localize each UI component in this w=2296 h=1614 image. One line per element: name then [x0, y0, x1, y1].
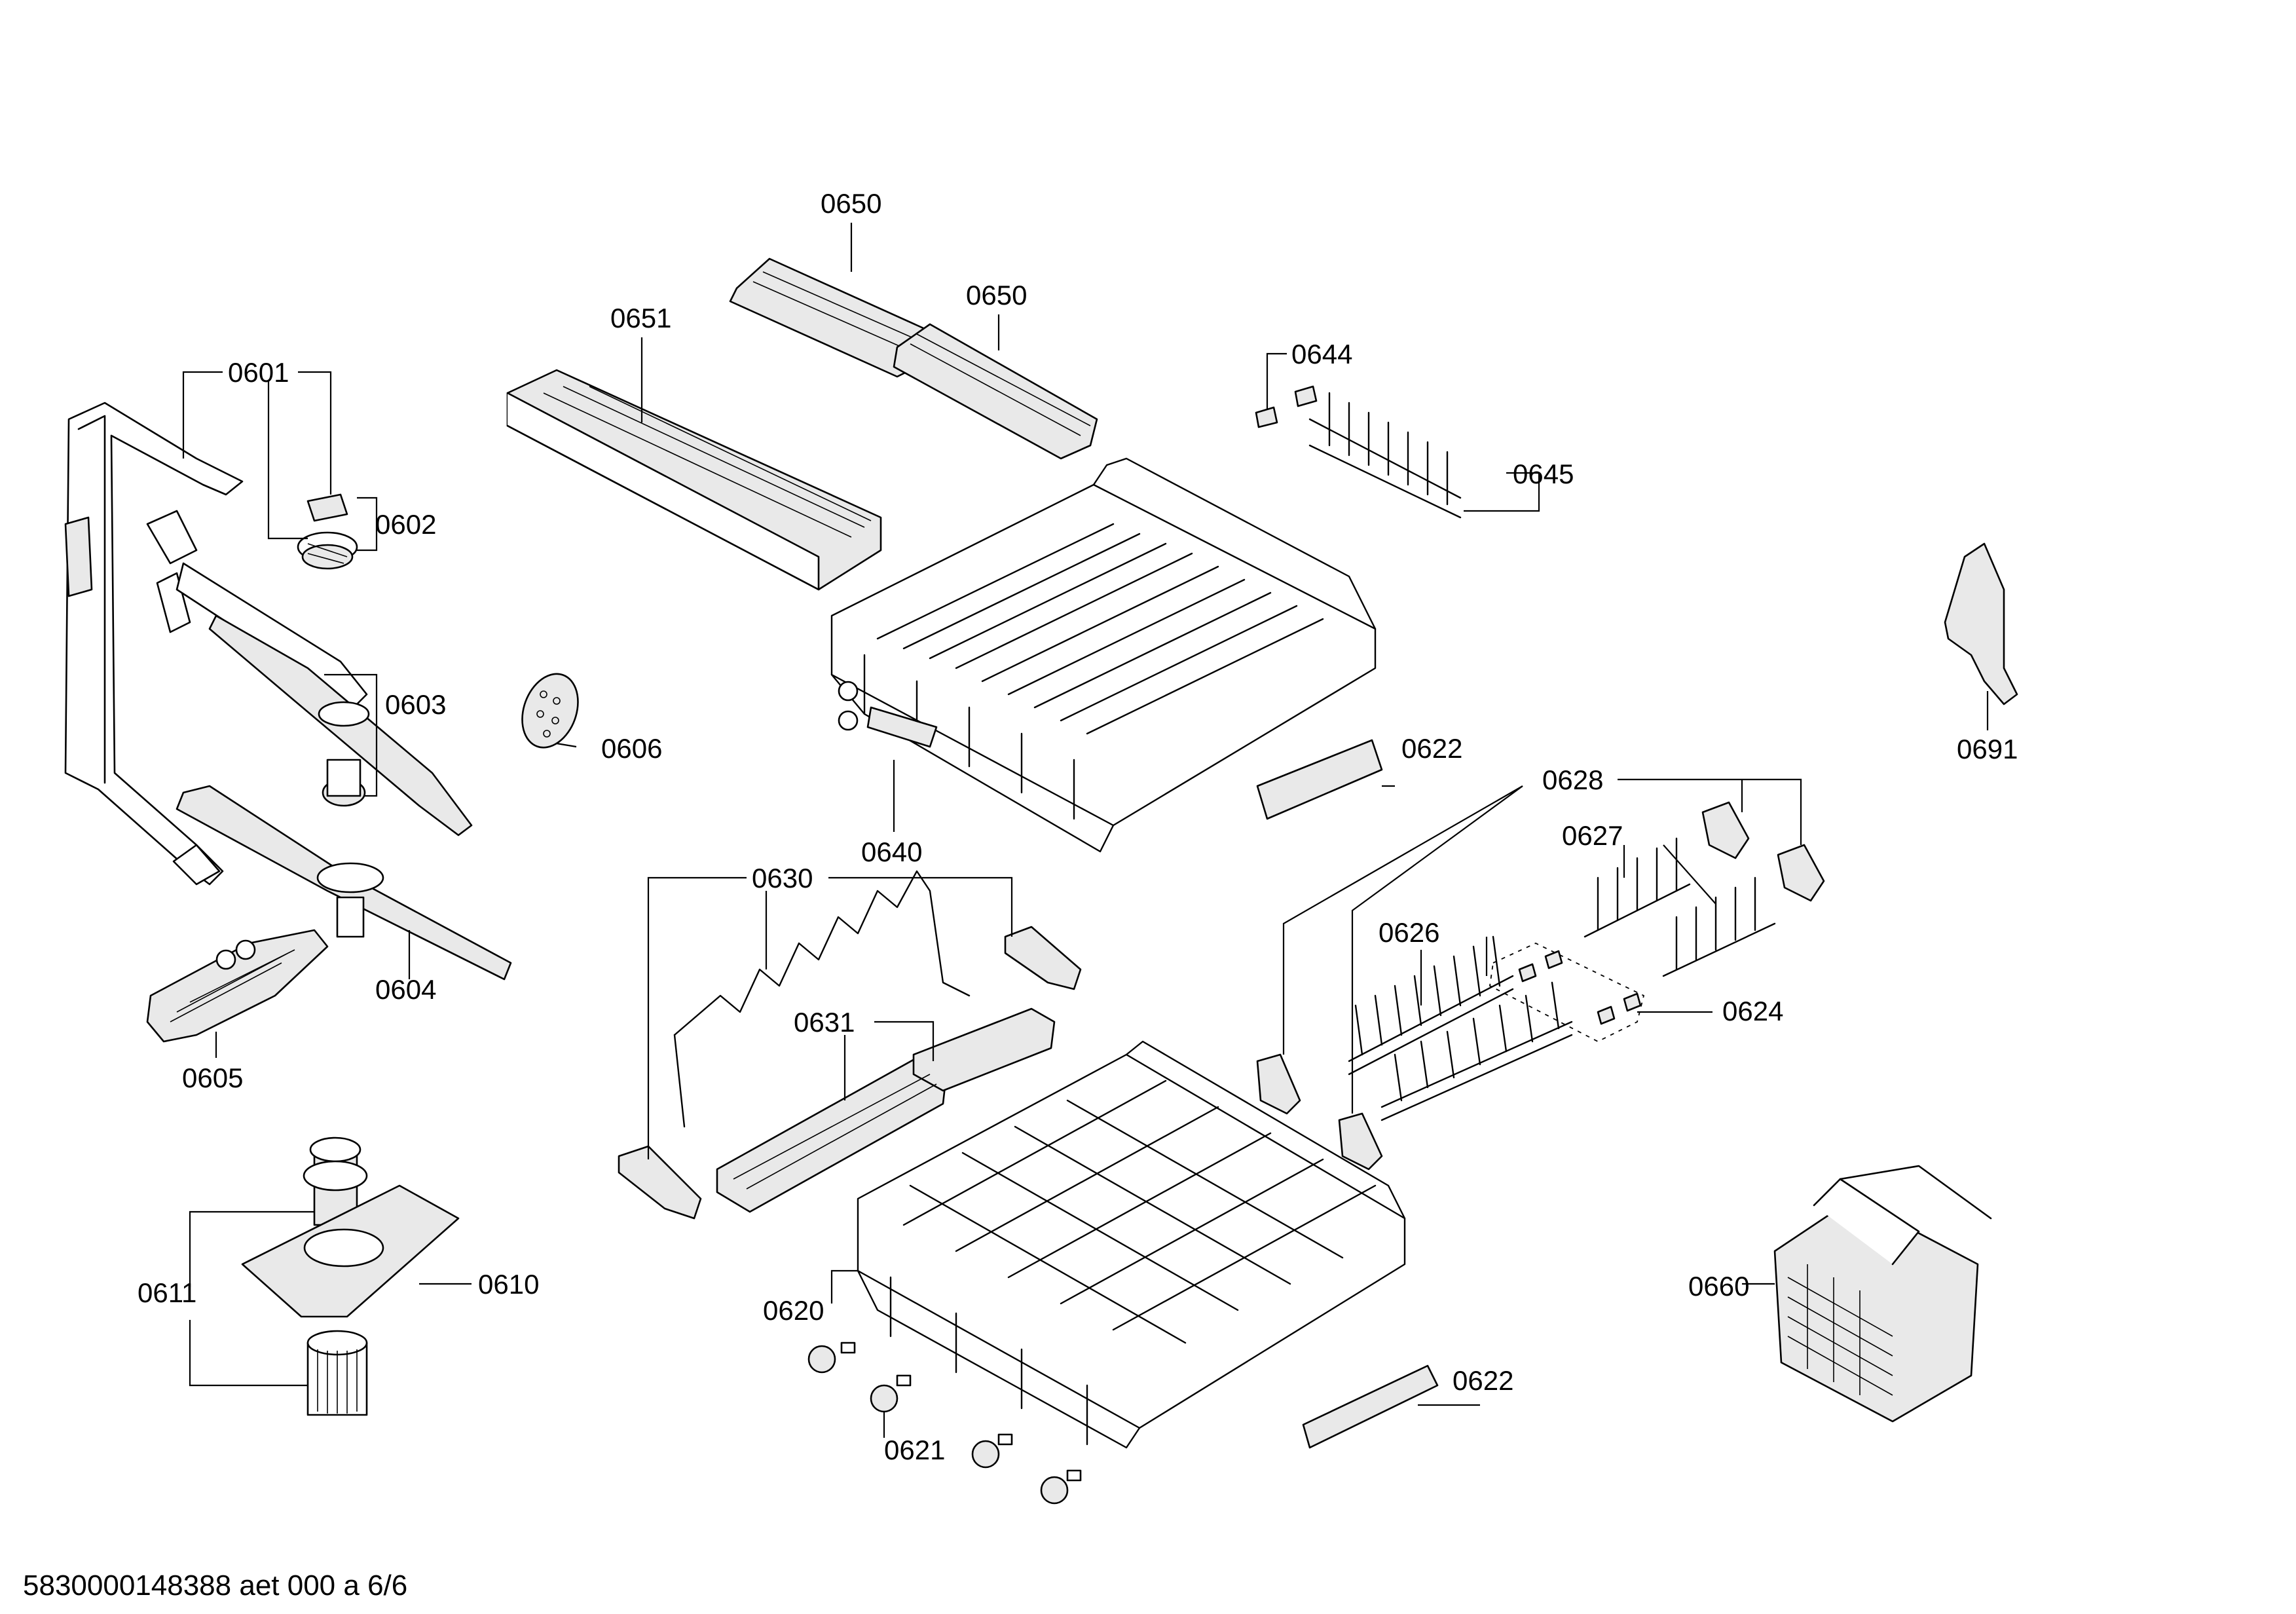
part-labels: 0601 0602 0603 0604 0605 0606 0610 0611 …	[138, 188, 2018, 1465]
clips-0644	[1255, 385, 1318, 428]
drawing-reference: 5830000148388 aet 000 a 6/6	[23, 1569, 407, 1602]
spray-nozzle-0602	[297, 493, 358, 570]
label-0691: 0691	[1957, 734, 2018, 764]
label-0650-a: 0650	[821, 188, 881, 219]
side-clip-0691	[1944, 542, 2018, 705]
filter-plate-0605	[146, 929, 329, 1043]
label-0627: 0627	[1562, 820, 1623, 851]
label-0640: 0640	[861, 836, 922, 867]
leader-lines	[182, 223, 1989, 1438]
strainer-0606	[521, 673, 579, 749]
label-0601: 0601	[228, 357, 289, 388]
fold-rack-0650-b	[893, 323, 1098, 460]
label-0628: 0628	[1542, 764, 1603, 795]
tine-row-0626	[1348, 935, 1573, 1121]
lower-spray-arm-0604	[176, 785, 512, 981]
label-0622-upper: 0622	[1401, 733, 1462, 764]
label-0624: 0624	[1722, 996, 1783, 1026]
label-0621: 0621	[884, 1435, 945, 1465]
rollers-0621	[807, 1342, 1082, 1505]
label-0611: 0611	[138, 1277, 196, 1308]
label-0626: 0626	[1379, 917, 1439, 948]
clips-0624	[1489, 943, 1645, 1043]
label-0651: 0651	[610, 303, 671, 333]
label-0606: 0606	[601, 733, 662, 764]
supply-pipe-0601	[64, 402, 244, 886]
label-0630: 0630	[752, 863, 813, 893]
label-0602: 0602	[375, 509, 436, 540]
label-0603: 0603	[385, 689, 446, 720]
label-0610: 0610	[478, 1269, 539, 1300]
tine-row-0627	[1583, 837, 1776, 977]
tray-insert-0631	[716, 1007, 1056, 1213]
label-0645: 0645	[1513, 459, 1574, 489]
label-0660: 0660	[1688, 1271, 1749, 1302]
label-0650-b: 0650	[966, 280, 1027, 310]
holders-0628	[1256, 801, 1825, 1171]
tray-0651	[506, 369, 882, 591]
label-0644: 0644	[1291, 339, 1352, 369]
label-0605: 0605	[182, 1062, 243, 1093]
tine-rack-0645	[1308, 392, 1462, 519]
upper-spray-arm-0603	[146, 510, 473, 836]
wire-rack-0630	[618, 870, 1082, 1220]
upper-basket-0640	[830, 457, 1377, 853]
label-0604: 0604	[375, 974, 436, 1005]
label-0631: 0631	[794, 1007, 855, 1038]
label-0620: 0620	[763, 1295, 824, 1326]
cutlery-basket-0660	[1773, 1165, 1992, 1423]
lower-handle-0622	[1302, 1364, 1439, 1449]
upper-handle-0622	[1256, 739, 1383, 820]
sump-filter-0610-0611	[241, 1136, 460, 1416]
label-0622-lower: 0622	[1453, 1365, 1513, 1396]
